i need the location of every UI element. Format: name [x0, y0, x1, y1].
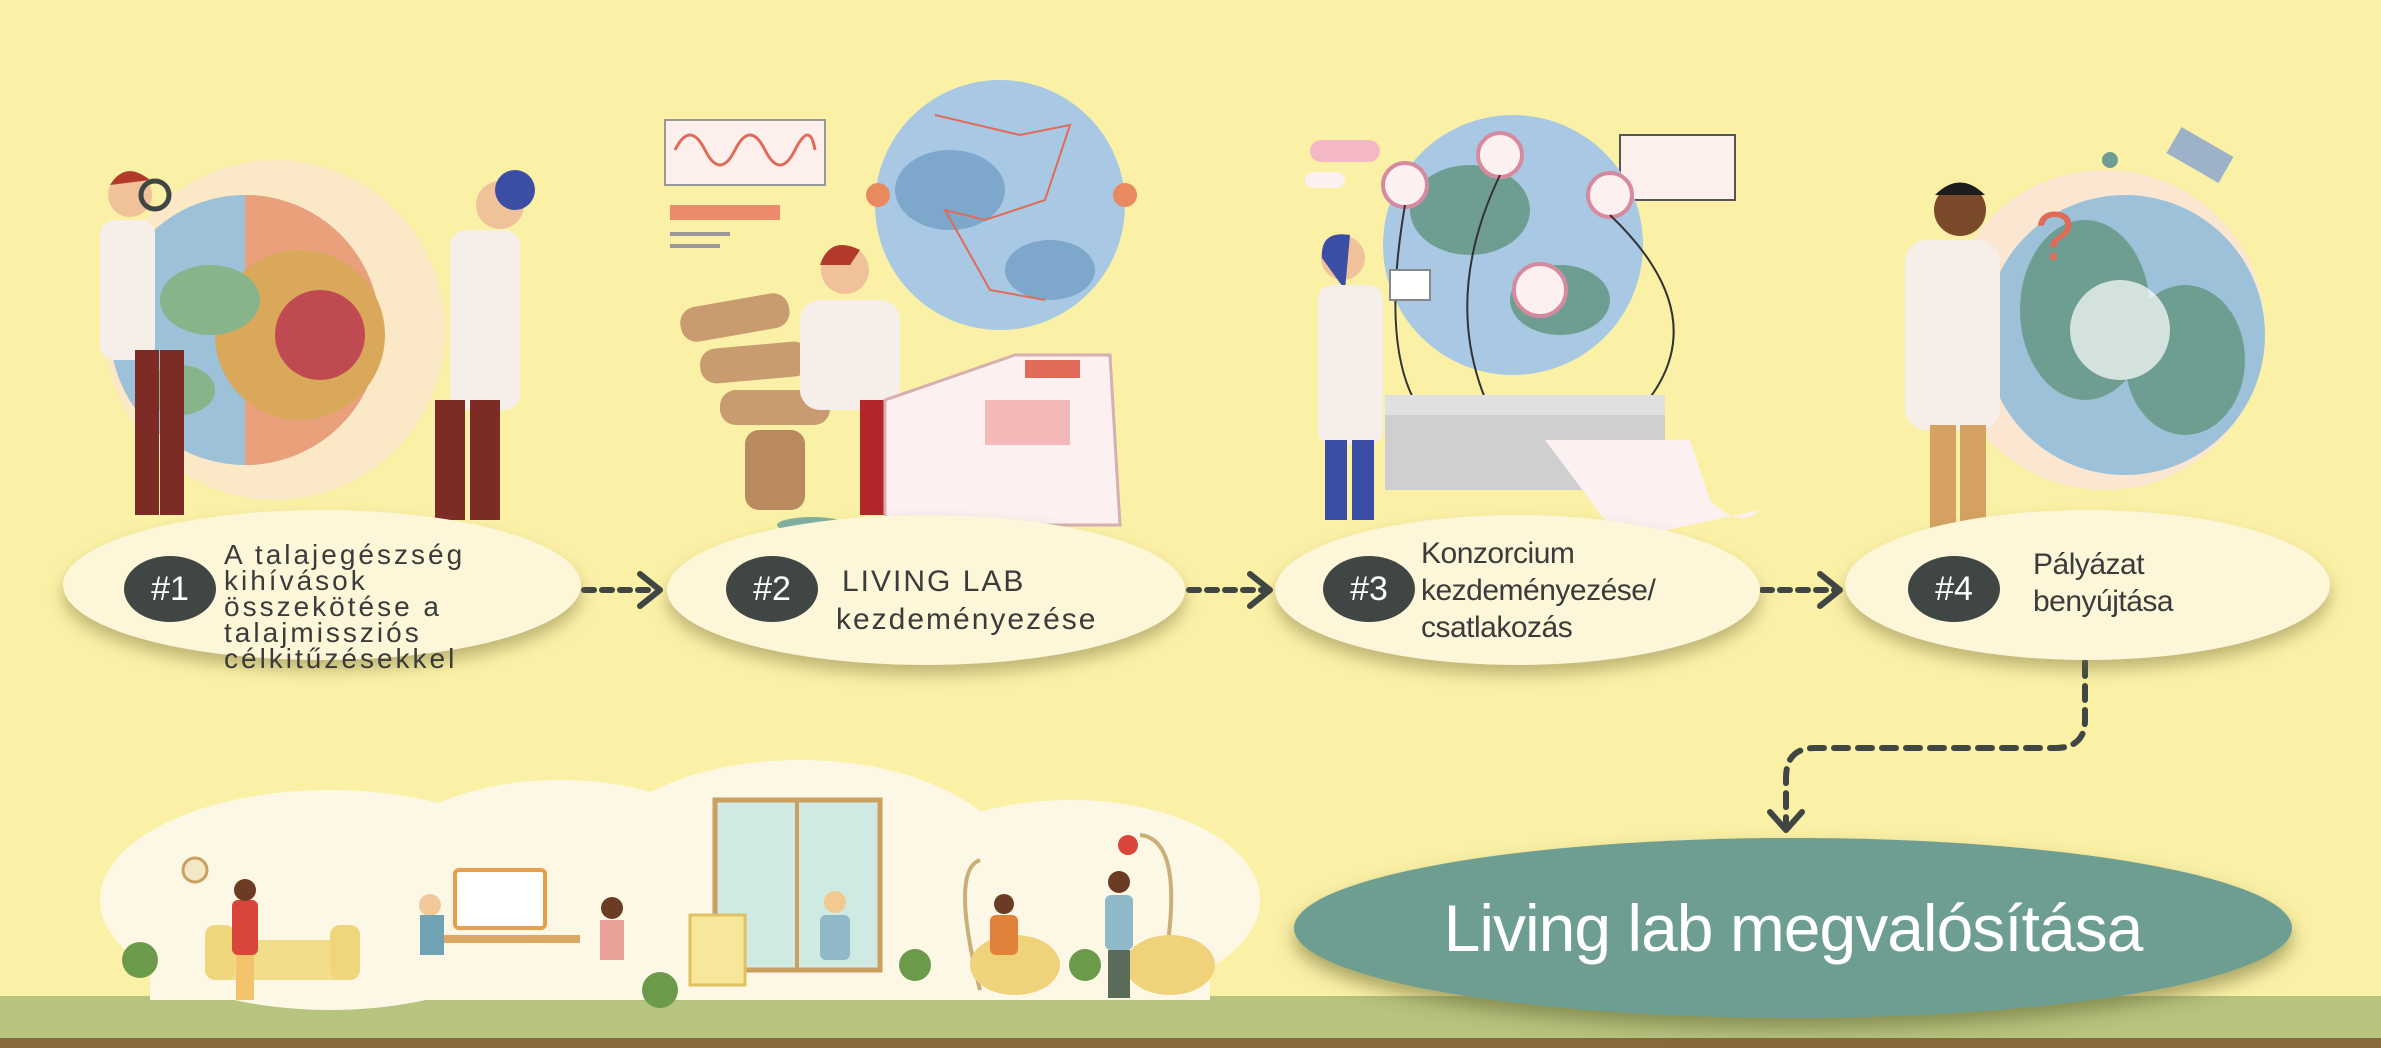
step-4-badge: #4: [1908, 556, 2000, 622]
step-3-label-line: Konzorcium: [1421, 537, 1575, 570]
step-1-label-line: célkitűzésekkel: [224, 643, 458, 674]
svg-text:?: ?: [2035, 197, 2074, 275]
step-2-label: LIVING LAB kezdeményezése: [836, 563, 1097, 639]
step-4-label-line: Pályázat: [2033, 548, 2145, 581]
step-1-label-line: összekötése a: [224, 591, 442, 622]
step-1-label: A talajegészség kihívások összekötése a …: [224, 539, 466, 674]
step-2-label-line: LIVING LAB: [842, 565, 1026, 598]
step1-illustration: [100, 160, 535, 520]
connector-arrows: [581, 571, 2088, 833]
step-4-label-line: benyújtása: [2033, 585, 2174, 618]
step-3-label-line: csatlakozás: [1421, 611, 1573, 644]
step-1-label-line: A talajegészség: [224, 539, 466, 570]
final-outcome-oval: Living lab megvalósítása: [1294, 838, 2292, 1018]
step-4-label: Pályázat benyújtása: [2033, 546, 2174, 620]
step-1-badge: #1: [124, 556, 216, 622]
workspace-scene-illustration: [100, 760, 1260, 1010]
step-1-label-line: kihívások: [224, 565, 368, 596]
arrow-4-to-final: [1783, 659, 2088, 828]
step-2-badge: #2: [726, 556, 818, 622]
step4-illustration: ?: [1905, 127, 2265, 535]
step-3-label-line: kezdeményezése/: [1421, 574, 1656, 607]
step-3-label: Konzorcium kezdeményezése/ csatlakozás: [1421, 535, 1656, 646]
step-1-label-line: talajmissziós: [224, 617, 422, 648]
step-3-badge: #3: [1323, 556, 1415, 622]
step2-illustration: [664, 80, 1137, 533]
final-outcome-label: Living lab megvalósítása: [1443, 891, 2144, 965]
step3-illustration: [1305, 115, 1760, 540]
step-2-label-line: kezdeményezése: [836, 603, 1098, 636]
